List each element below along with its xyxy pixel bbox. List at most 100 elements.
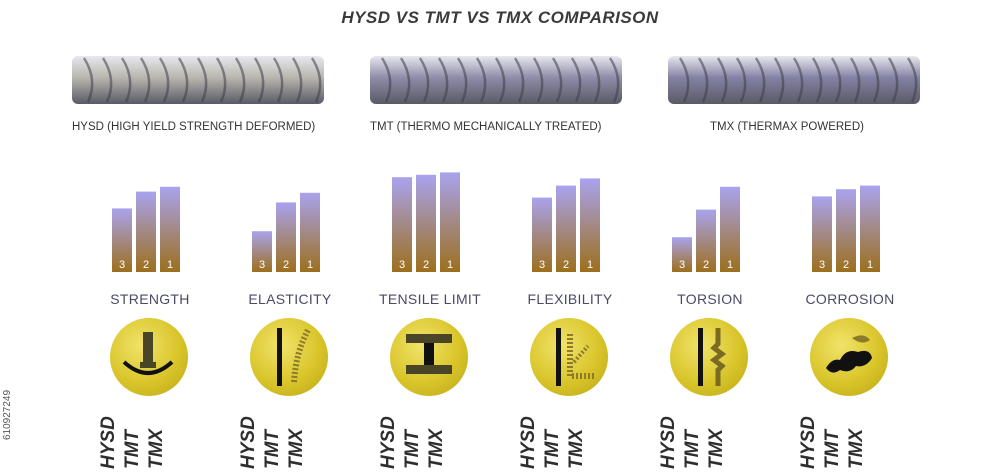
elasticity-chart: 3 2 1 (252, 192, 320, 272)
rebar-rib (608, 57, 620, 103)
rebar-rib (177, 57, 189, 103)
flexibility-rebar-labels: HYSD TMT TMX (518, 400, 628, 475)
rebar-rib (532, 57, 544, 103)
bar-1 (580, 178, 600, 272)
rebar-rib (437, 57, 449, 103)
bar-label: 2 (283, 259, 289, 271)
elasticity-label: ELASTICITY (248, 291, 332, 307)
bar-label: 3 (819, 259, 825, 271)
bar-3 (532, 197, 552, 272)
bar-label: 1 (307, 259, 313, 271)
bar-3 (672, 237, 692, 272)
corrosion-icon (826, 335, 872, 373)
bar-label: 2 (143, 259, 149, 271)
rebar-rib (513, 57, 525, 103)
bar-label: 1 (447, 259, 453, 271)
bar-label: 3 (399, 259, 405, 271)
rebar-rib (234, 57, 246, 103)
page-title: HYSD VS TMT VS TMX COMPARISON (341, 8, 659, 27)
flexibility-label: FLEXIBILITY (527, 291, 613, 307)
tmt-rebar-label: TMT (THERMO MECHANICALLY TREATED) (370, 121, 602, 133)
rebar-rib (418, 57, 430, 103)
tmx-label: TMX (146, 428, 167, 469)
bar-1 (440, 172, 460, 272)
bar-1 (160, 186, 180, 272)
bar-label: 1 (167, 259, 173, 271)
rebar-rib (158, 57, 170, 103)
rebar-rib (253, 57, 265, 103)
bar-label: 3 (539, 259, 545, 271)
hysd-label: HYSD (98, 416, 119, 469)
rebar-rib (773, 57, 785, 103)
tmx-label: TMX (706, 428, 727, 469)
rebar-rib (716, 57, 728, 103)
flexibility-icon (556, 328, 596, 386)
tensile-limit-label: TENSILE LIMIT (379, 291, 481, 307)
torsion-rebar-labels: HYSD TMT TMX (658, 400, 768, 475)
tmt-label: TMT (822, 429, 843, 469)
tmx-label: TMX (286, 428, 307, 469)
strength-label: STRENGTH (110, 291, 190, 307)
rebar-rib (272, 57, 284, 103)
rebar-rib (589, 57, 601, 103)
bar-label: 3 (259, 259, 265, 271)
rebar-rib (754, 57, 766, 103)
torsion-label: TORSION (677, 291, 743, 307)
tmt-label: TMT (542, 429, 563, 469)
tmt-label: TMT (682, 429, 703, 469)
tensile-limit-rebar-labels: HYSD TMT TMX (378, 400, 488, 475)
rebar-rib (215, 57, 227, 103)
bar-1 (300, 192, 320, 272)
rebar-rib (456, 57, 468, 103)
corrosion-badge (810, 318, 888, 396)
tensile-limit-icon (406, 334, 452, 374)
bar-3 (252, 231, 272, 272)
torsion-icon (698, 328, 727, 386)
rebar-rib (678, 57, 690, 103)
hysd-label: HYSD (658, 416, 679, 469)
hysd-rebar-image (72, 56, 324, 104)
rebar-rib (475, 57, 487, 103)
tensile-limit-chart: 3 2 1 (392, 172, 460, 272)
tmx-label: TMX (426, 428, 447, 469)
flexibility-badge (530, 318, 608, 396)
strength-icon (122, 332, 174, 375)
hysd-label: HYSD (378, 416, 399, 469)
bar-2 (556, 185, 576, 272)
rebar-rib (792, 57, 804, 103)
bar-label: 2 (703, 259, 709, 271)
rebar-rib (887, 57, 899, 103)
rebar-rib (494, 57, 506, 103)
elasticity-rebar-labels: HYSD TMT TMX (238, 400, 348, 475)
bar-label: 2 (423, 259, 429, 271)
bar-2 (276, 202, 296, 272)
rebar-rib (868, 57, 880, 103)
elasticity-panel: 3 2 1 ELASTICITY HYSD TMT TMX (230, 150, 350, 475)
tmx-label: TMX (566, 428, 587, 469)
rebar-rib (139, 57, 151, 103)
corrosion-label: CORROSION (805, 291, 895, 307)
torsion-panel: 3 2 1 TORSION HYSD TMT TMX (650, 150, 770, 475)
rebar-rib (551, 57, 563, 103)
hysd-label: HYSD (518, 416, 539, 469)
rebar-rib (906, 57, 918, 103)
elasticity-icon (277, 328, 311, 386)
bar-3 (112, 208, 132, 272)
strength-badge (110, 318, 188, 396)
bar-label: 1 (727, 259, 733, 271)
rebar-rib (291, 57, 303, 103)
tensile-limit-panel: 3 2 1 TENSILE LIMIT HYSD TMT TMX (370, 150, 490, 475)
bar-2 (136, 191, 156, 272)
bar-label: 3 (679, 259, 685, 271)
bar-label: 2 (843, 259, 849, 271)
hysd-label: HYSD (238, 416, 259, 469)
rebar-rib (811, 57, 823, 103)
tmx-label: TMX (846, 428, 867, 469)
stock-id: 610927249 (2, 389, 13, 440)
rebar-rib (380, 57, 392, 103)
